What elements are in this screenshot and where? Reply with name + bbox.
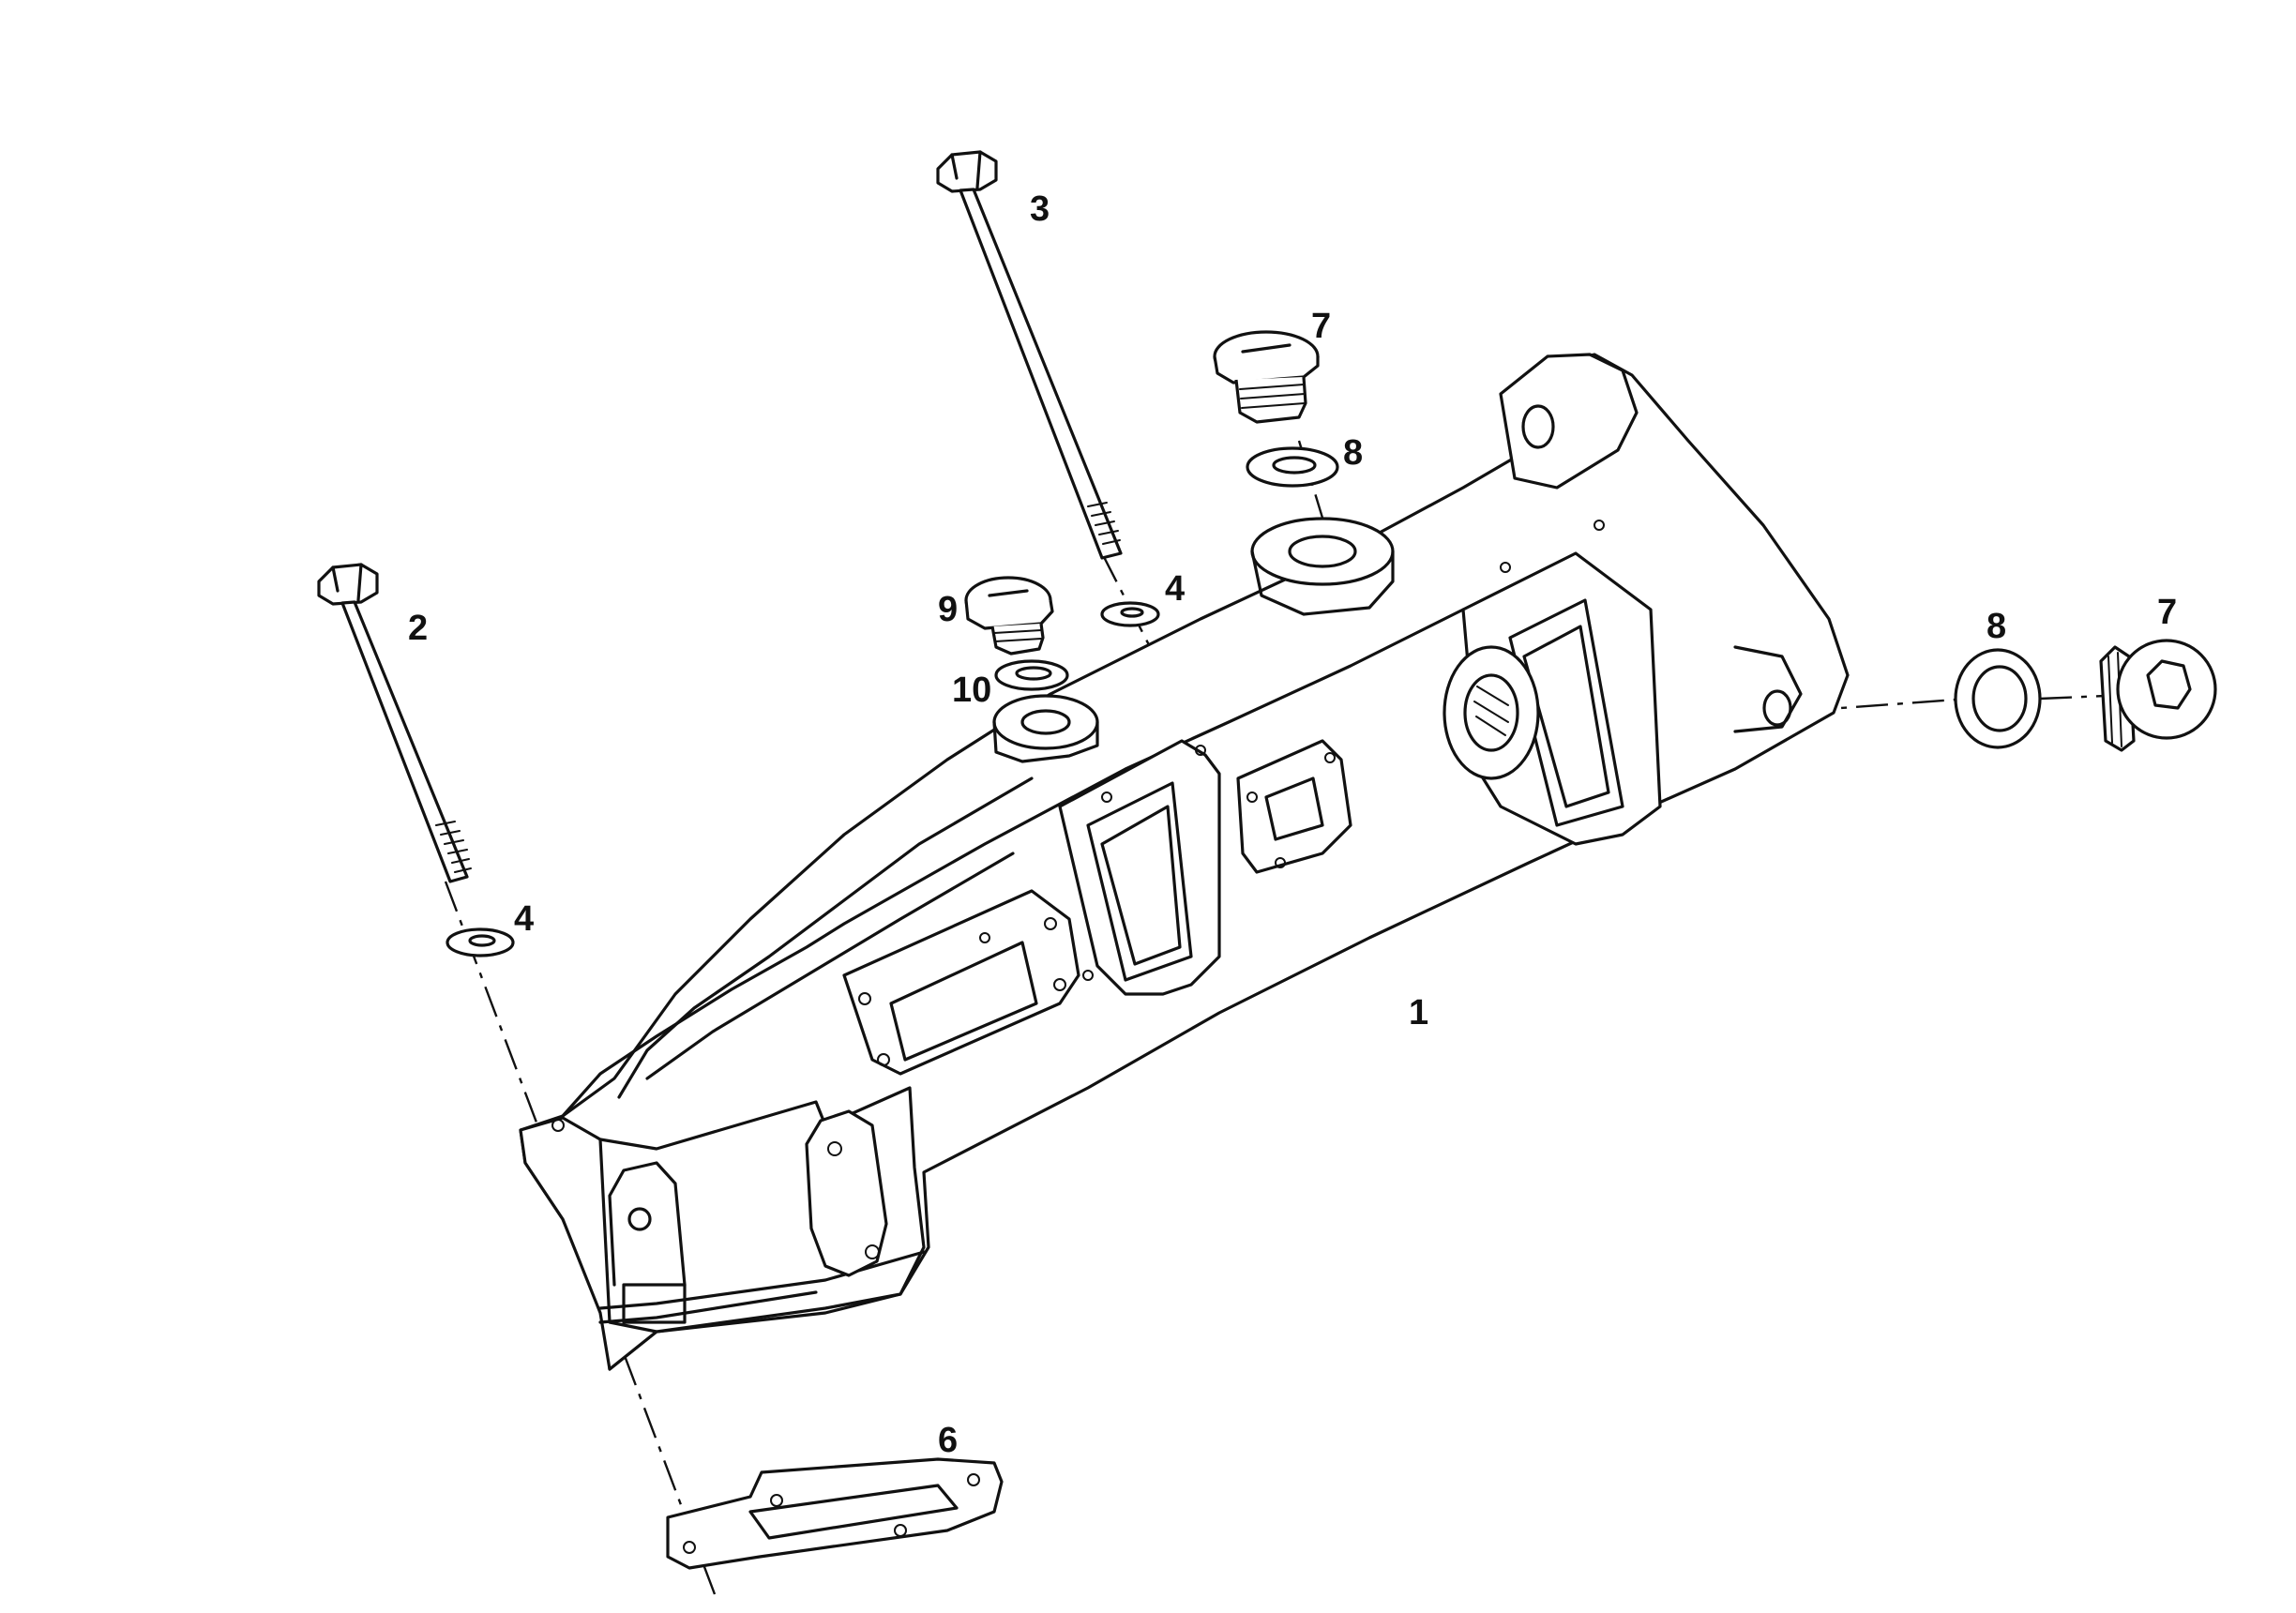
- callout-9: 9: [938, 590, 958, 629]
- sealing-ring-8-right: [1954, 648, 2042, 749]
- callout-3: 3: [1030, 189, 1050, 229]
- callout-4-left: 4: [514, 899, 534, 939]
- sealing-ring-8-top: [1246, 446, 1339, 488]
- callout-1: 1: [1409, 993, 1428, 1033]
- callout-7-top: 7: [1311, 307, 1331, 346]
- plug-7-right: [2099, 639, 2217, 752]
- callout-7-right: 7: [2157, 593, 2177, 632]
- plug-7-top: [1213, 330, 1320, 424]
- sealing-ring-10: [994, 659, 1069, 691]
- gasket-6: [666, 1457, 1004, 1570]
- callout-8-top: 8: [1343, 433, 1363, 473]
- washer-4-left: [446, 927, 515, 957]
- callout-labels: 1 2 3 4 4 6 7 7 8 8 9 10: [408, 189, 2177, 1460]
- bolt-2: [317, 563, 472, 883]
- callout-2: 2: [408, 609, 428, 648]
- washer-4-upper: [1100, 601, 1160, 627]
- callout-6: 6: [938, 1421, 958, 1460]
- bolt-3: [936, 150, 1123, 560]
- manifold-body-1: [519, 353, 1850, 1371]
- callout-8-right: 8: [1986, 607, 2006, 646]
- plug-9: [964, 576, 1054, 656]
- callout-4-upper: 4: [1165, 569, 1185, 609]
- callout-10: 10: [952, 671, 991, 710]
